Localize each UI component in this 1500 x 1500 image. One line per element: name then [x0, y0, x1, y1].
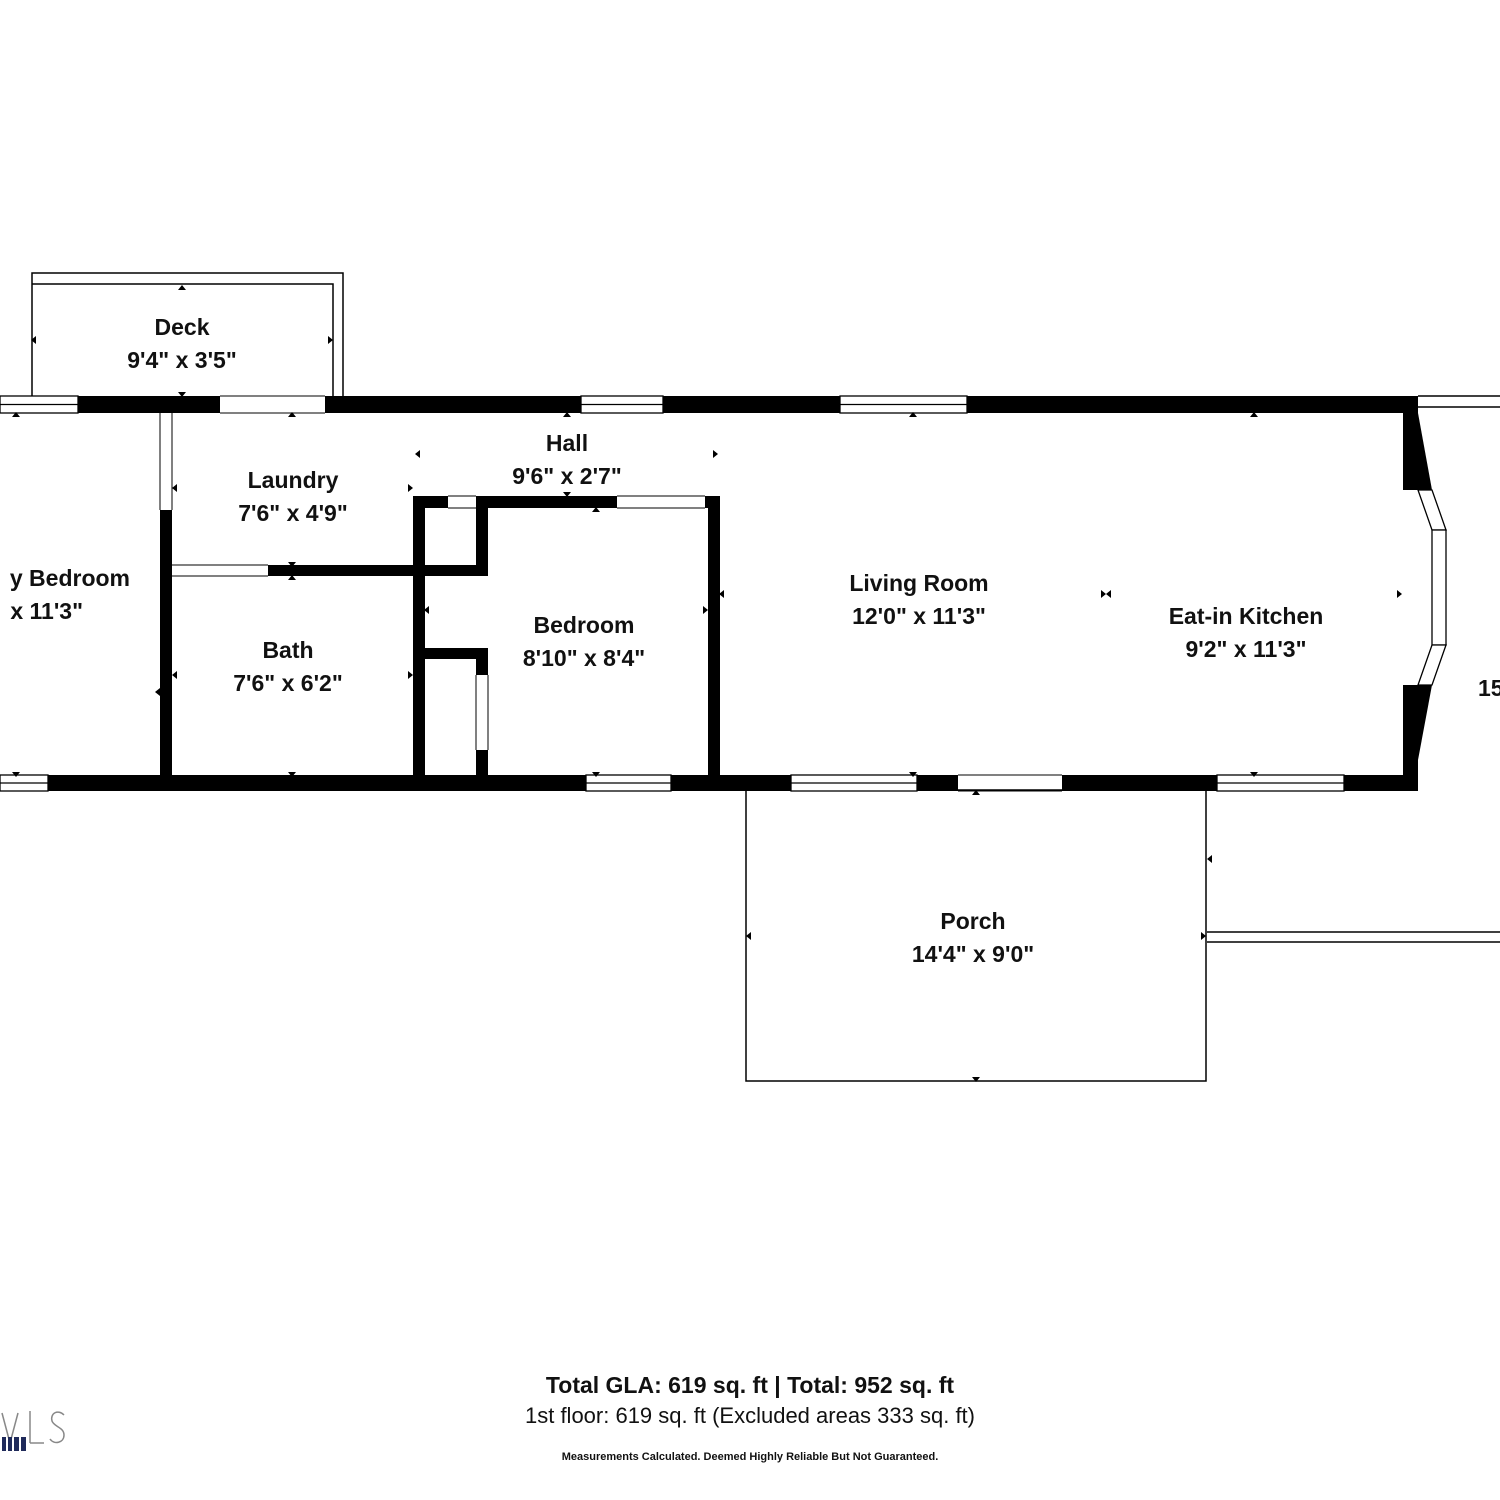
living-room-name: Living Room [849, 570, 988, 596]
bath-name: Bath [262, 637, 313, 663]
brand-logo [1, 1411, 65, 1451]
left-bedroom-name: y Bedroom [10, 565, 130, 591]
deck-outline [31, 272, 344, 396]
disclaimer: Measurements Calculated. Deemed Highly R… [561, 1451, 939, 1463]
walls [48, 396, 1432, 791]
porch-dims: 14'4" x 9'0" [912, 941, 1034, 967]
porch-outline [745, 789, 1207, 1082]
cut-right-label: 15 [1478, 675, 1500, 701]
kitchen-dims: 9'2" x 11'3" [1185, 636, 1306, 662]
kitchen-name: Eat-in Kitchen [1169, 603, 1324, 629]
floor-area: 1st floor: 619 sq. ft (Excluded areas 33… [524, 1403, 975, 1428]
dimension-arrows [12, 285, 1402, 1082]
laundry-name: Laundry [248, 467, 339, 493]
hall-name: Hall [546, 430, 588, 456]
deck-dims: 9'4" x 3'5" [127, 347, 237, 373]
room-labels: Deck 9'4" x 3'5" Hall 9'6" x 2'7" Laundr… [10, 314, 1500, 967]
left-bedroom-dims: x 11'3" [10, 598, 83, 624]
bath-dims: 7'6" x 6'2" [233, 670, 343, 696]
living-room-dims: 12'0" x 11'3" [852, 603, 986, 629]
right-exterior-lines [1207, 395, 1500, 943]
laundry-dims: 7'6" x 4'9" [238, 500, 348, 526]
deck-name: Deck [155, 314, 210, 340]
hall-dims: 9'6" x 2'7" [512, 463, 622, 489]
porch-name: Porch [940, 908, 1005, 934]
total-area: Total GLA: 619 sq. ft | Total: 952 sq. f… [545, 1372, 955, 1398]
bedroom-name: Bedroom [534, 612, 635, 638]
bedroom-dims: 8'10" x 8'4" [523, 645, 645, 671]
windows [0, 395, 1447, 792]
